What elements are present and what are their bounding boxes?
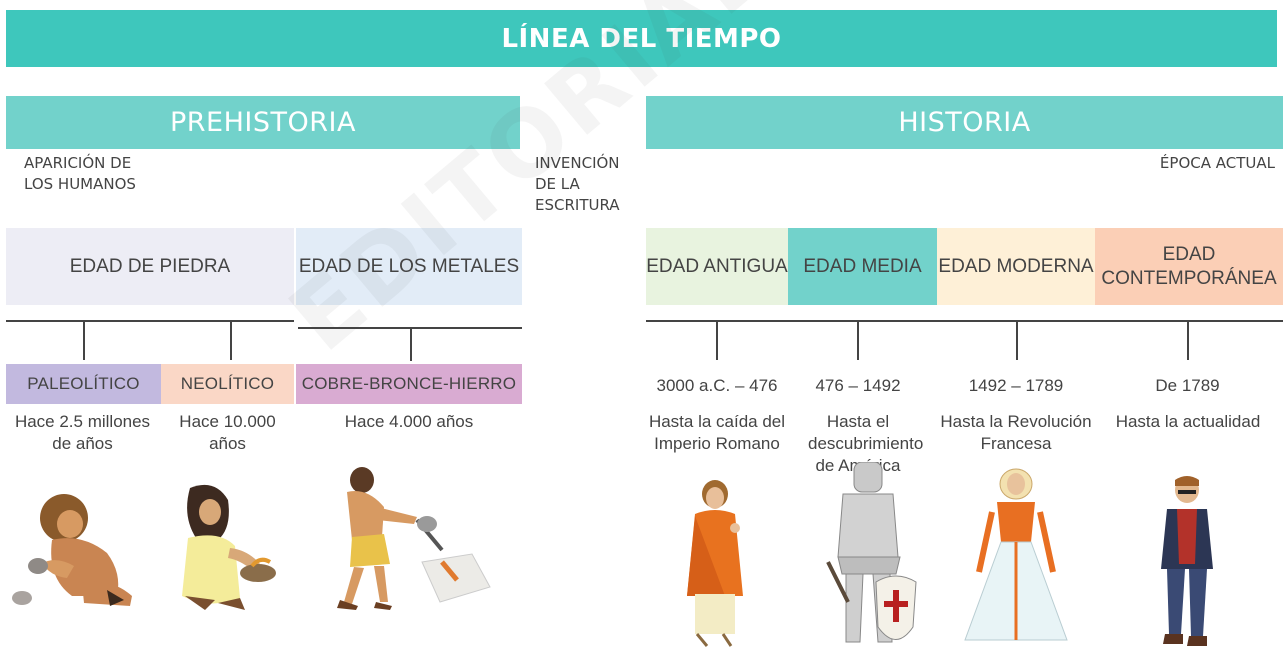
milestone-end: ÉPOCA ACTUAL [1159, 154, 1275, 172]
caveman-figure [12, 494, 132, 606]
dates-edad-antigua: 3000 a.C. – 476 [656, 376, 778, 395]
timeline-tick [1016, 320, 1018, 360]
period-neolitico: NEOLÍTICO [161, 364, 294, 404]
age-edad-media: EDAD MEDIA [788, 228, 937, 305]
age-label: EDAD CONTEMPORÁNEA [1101, 243, 1277, 289]
age-edad-contemporanea: EDAD CONTEMPORÁNEA [1095, 228, 1283, 305]
milestone-start: APARICIÓN DE LOS HUMANOS [24, 154, 136, 193]
period-desc-neolitico: Hace 10.000 años [179, 412, 276, 453]
metalworker-figure [337, 467, 491, 610]
timeline-tick [410, 327, 412, 361]
timeline-tick [857, 320, 859, 360]
timeline-line [646, 320, 1283, 322]
desc-edad-contemporanea: Hasta la actualidad [1115, 412, 1261, 431]
desc-edad-moderna: Hasta la Revolución Francesa [940, 412, 1092, 453]
age-edad-moderna: EDAD MODERNA [937, 228, 1095, 305]
period-cobre-bronce-hierro: COBRE-BRONCE-HIERRO [296, 364, 522, 404]
timeline-tick [716, 320, 718, 360]
period-label: COBRE-BRONCE-HIERRO [301, 374, 517, 393]
dates-edad-contemporanea: De 1789 [1155, 376, 1220, 395]
dates-edad-media: 476 – 1492 [815, 376, 901, 395]
prehistoria-header-label: PREHISTORIA [170, 107, 356, 138]
title-banner: LÍNEA DEL TIEMPO [6, 10, 1277, 67]
desc-edad-antigua: Hasta la caída del Imperio Romano [648, 412, 786, 453]
roman-woman-figure [687, 480, 743, 647]
age-label: EDAD DE PIEDRA [69, 255, 231, 277]
age-edad-de-los-metales: EDAD DE LOS METALES [296, 228, 522, 305]
age-edad-antigua: EDAD ANTIGUA [646, 228, 788, 305]
timeline-tick [1187, 320, 1189, 360]
period-label: PALEOLÍTICO [27, 374, 140, 393]
noblewoman-figure [964, 468, 1068, 641]
age-edad-de-piedra: EDAD DE PIEDRA [6, 228, 294, 305]
period-paleolitico: PALEOLÍTICO [6, 364, 161, 404]
period-label: NEOLÍTICO [180, 374, 275, 393]
age-label: EDAD ANTIGUA [646, 255, 788, 277]
dates-edad-moderna: 1492 – 1789 [968, 376, 1064, 395]
knight-figure [826, 462, 917, 643]
neolithic-woman-figure [182, 484, 276, 610]
page-title: LÍNEA DEL TIEMPO [501, 23, 782, 54]
timeline-tick [230, 320, 232, 360]
timeline-line [6, 320, 294, 322]
prehistoria-header: PREHISTORIA [6, 96, 520, 149]
historia-header: HISTORIA [646, 96, 1283, 149]
milestone-writing: INVENCIÓN DE LA ESCRITURA [535, 154, 620, 214]
period-desc-metales: Hace 4.000 años [344, 412, 474, 431]
period-desc-paleolitico: Hace 2.5 millones de años [14, 412, 151, 453]
age-label: EDAD MODERNA [938, 255, 1094, 277]
timeline-tick [83, 320, 85, 360]
historia-header-label: HISTORIA [898, 107, 1031, 138]
modern-man-figure [1161, 476, 1213, 646]
age-label: EDAD DE LOS METALES [298, 255, 520, 277]
age-label: EDAD MEDIA [803, 255, 922, 277]
